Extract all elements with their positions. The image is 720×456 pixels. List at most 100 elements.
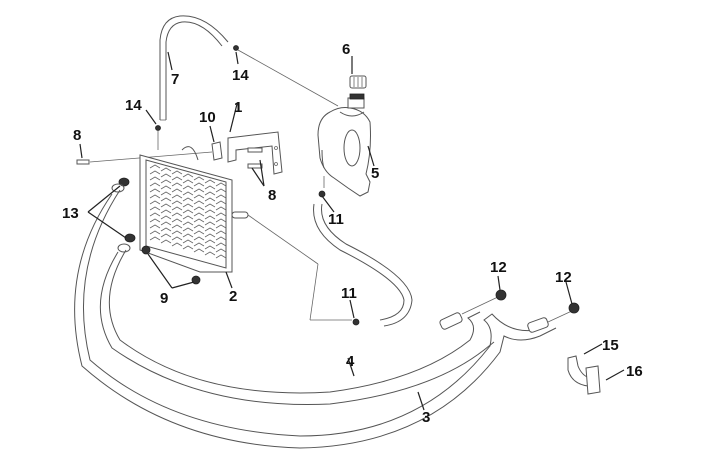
radiator-fin xyxy=(149,170,161,175)
radiator-fin xyxy=(204,251,216,256)
radiator-fin xyxy=(171,218,183,223)
radiator-fin xyxy=(149,218,161,223)
callout-1: 1 xyxy=(234,99,242,116)
hose-3 xyxy=(82,189,549,437)
callout-14-lower: 14 xyxy=(125,97,142,114)
callout-8-right: 8 xyxy=(268,187,276,204)
radiator-fin xyxy=(182,185,194,190)
radiator-fin xyxy=(160,197,172,202)
radiator-fin xyxy=(160,185,172,190)
radiator-fin xyxy=(215,212,227,217)
radiator-fin xyxy=(204,185,216,190)
grommet-9a xyxy=(141,245,151,255)
radiator-fin xyxy=(204,215,216,220)
assembly-line-14-tank xyxy=(237,49,339,107)
tank-hose xyxy=(313,203,413,327)
callout-11-upper: 11 xyxy=(328,211,344,228)
radiator-fin xyxy=(171,170,183,175)
radiator-fin xyxy=(193,248,205,253)
radiator-fin xyxy=(193,218,205,223)
radiator-fin xyxy=(193,230,205,235)
radiator-fin xyxy=(160,203,172,208)
clip-16 xyxy=(585,365,601,395)
radiator-fin xyxy=(182,215,194,220)
radiator-fin xyxy=(182,203,194,208)
radiator-fin xyxy=(160,167,172,172)
radiator-fin xyxy=(171,176,183,181)
hose-4 xyxy=(108,249,481,394)
radiator-fin xyxy=(171,230,183,235)
tank-cap-6 xyxy=(349,75,367,100)
callout-2: 2 xyxy=(229,288,237,305)
radiator-fin xyxy=(204,203,216,208)
callout-12-left: 12 xyxy=(490,259,507,276)
radiator-fin xyxy=(204,227,216,232)
radiator-fin xyxy=(171,194,183,199)
radiator-fin xyxy=(193,242,205,247)
radiator-fin xyxy=(204,245,216,250)
radiator-fin xyxy=(193,224,205,229)
radiator-fin xyxy=(160,209,172,214)
callout-9: 9 xyxy=(160,290,168,307)
radiator-fin xyxy=(193,194,205,199)
radiator-fin xyxy=(160,239,172,244)
radiator-fin xyxy=(182,179,194,184)
radiator-fin xyxy=(204,209,216,214)
radiator-fin xyxy=(171,200,183,205)
radiator-fin xyxy=(160,179,172,184)
radiator-fin xyxy=(182,197,194,202)
callout-14-upper: 14 xyxy=(232,67,249,84)
radiator-fin xyxy=(215,188,227,193)
radiator-fin xyxy=(171,242,183,247)
radiator-fin xyxy=(215,254,227,259)
clamp-11-lower xyxy=(352,318,360,326)
callout-4: 4 xyxy=(346,353,355,370)
callout-10: 10 xyxy=(199,109,216,126)
bolts-8-right xyxy=(247,147,263,169)
radiator-fin xyxy=(215,224,227,229)
radiator-fin xyxy=(171,212,183,217)
radiator-fin xyxy=(215,248,227,253)
radiator-fin xyxy=(149,200,161,205)
radiator-fin xyxy=(160,191,172,196)
callout-5: 5 xyxy=(371,165,379,182)
radiator-fin xyxy=(171,188,183,193)
clamp-12a xyxy=(495,289,507,301)
clip-10 xyxy=(211,141,223,161)
radiator-fin xyxy=(160,233,172,238)
bolt-8-left xyxy=(76,159,90,165)
callout-11-lower: 11 xyxy=(341,285,357,302)
radiator-fin xyxy=(149,188,161,193)
reservoir-tank-5 xyxy=(317,97,371,197)
radiator-fin xyxy=(171,236,183,241)
radiator-fin xyxy=(215,236,227,241)
bracket-1 xyxy=(227,131,283,175)
callout-6: 6 xyxy=(342,41,350,58)
radiator-fin xyxy=(171,182,183,187)
radiator-fin xyxy=(149,194,161,199)
clamp-14-lower xyxy=(155,125,161,131)
radiator-fin xyxy=(171,224,183,229)
radiator-fin xyxy=(182,209,194,214)
clamp-14-upper xyxy=(233,45,239,51)
radiator-fin xyxy=(160,221,172,226)
radiator-fin xyxy=(193,188,205,193)
radiator-fin xyxy=(215,242,227,247)
clamp-13-lower xyxy=(124,233,136,243)
radiator-fin xyxy=(215,182,227,187)
callout-13: 13 xyxy=(62,205,79,222)
radiator-fin xyxy=(204,233,216,238)
radiator-fin xyxy=(204,179,216,184)
radiator-fin xyxy=(149,212,161,217)
callout-3: 3 xyxy=(422,409,430,426)
radiator-fin xyxy=(182,239,194,244)
radiator-fin xyxy=(204,221,216,226)
radiator-fin xyxy=(215,200,227,205)
radiator-fin xyxy=(193,212,205,217)
radiator-fin xyxy=(160,227,172,232)
breather-hose-7 xyxy=(159,15,229,121)
radiator-fin xyxy=(204,191,216,196)
radiator-fin xyxy=(204,197,216,202)
callout-15: 15 xyxy=(602,337,619,354)
